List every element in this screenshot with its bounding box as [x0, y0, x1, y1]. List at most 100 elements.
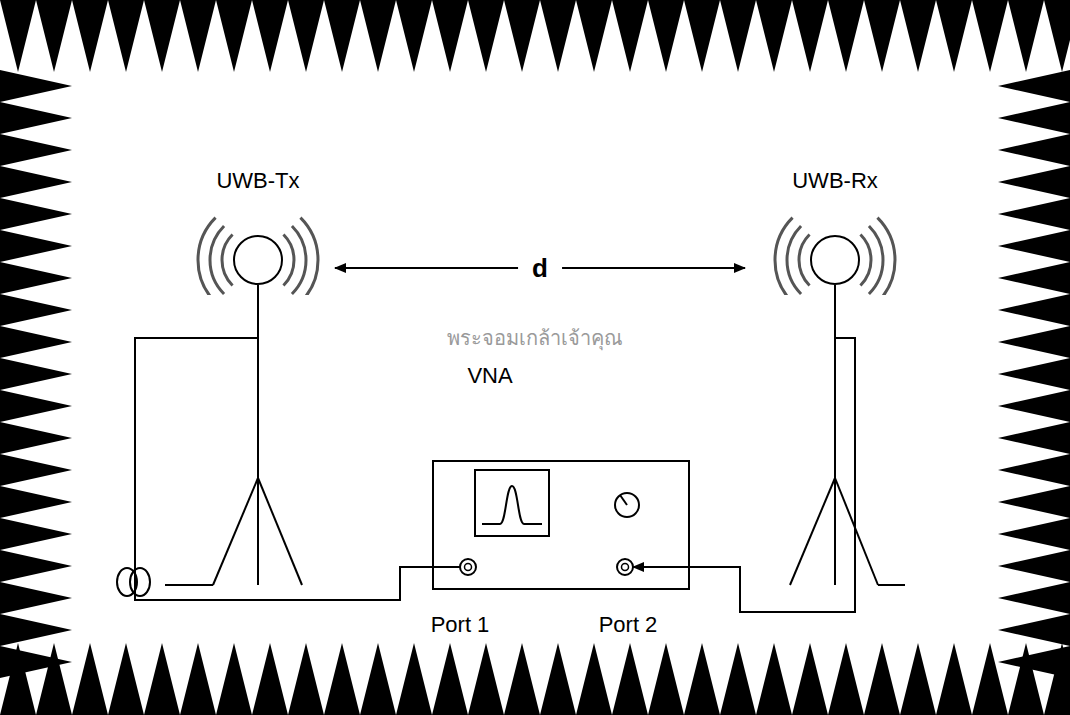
absorber-wedge: [972, 643, 1008, 715]
absorber-wedge: [684, 643, 720, 715]
port-label: Port 2: [599, 612, 658, 638]
absorber-wedge: [432, 0, 468, 72]
absorber-wedge: [998, 422, 1070, 454]
connector: [135, 295, 460, 600]
absorber-wedge: [0, 646, 72, 678]
absorber-wedge: [36, 0, 72, 72]
absorber-wedge: [72, 0, 108, 72]
antenna-node: UWB-Tx: [165, 165, 335, 295]
distance-label: d: [518, 254, 562, 283]
tripod-foot: [165, 584, 213, 586]
absorber-wedge: [576, 643, 612, 715]
absorber-wedge: [828, 0, 864, 72]
absorber-wedge: [540, 0, 576, 72]
radiation-wave: [292, 226, 306, 294]
absorber-wedge: [0, 198, 72, 230]
absorber-wedge: [252, 643, 288, 715]
absorber-wedge: [0, 454, 72, 486]
absorber-wedge: [108, 643, 144, 715]
absorber-wedge: [0, 70, 72, 102]
absorber-wedge: [998, 486, 1070, 518]
absorber-wedge: [0, 262, 72, 294]
absorber-wedge: [998, 646, 1070, 678]
absorber-wedge: [648, 643, 684, 715]
absorber-wedge: [0, 230, 72, 262]
radiation-wave: [210, 226, 224, 294]
absorber-wedge: [0, 134, 72, 166]
radiation-wave: [869, 226, 883, 294]
radiation-wave: [222, 235, 233, 286]
absorber-wedge: [468, 643, 504, 715]
absorber-wedge: [0, 0, 36, 72]
radiation-wave: [300, 218, 318, 295]
radiation-wave: [283, 235, 294, 286]
absorber-wedge: [360, 643, 396, 715]
absorber-wedge: [0, 486, 72, 518]
absorber-wedge: [0, 422, 72, 454]
antenna-node: UWB-Rx: [745, 165, 915, 295]
absorber-wedge: [36, 643, 72, 715]
absorber-wedge: [72, 643, 108, 715]
radiation-wave: [787, 226, 801, 294]
vna-node: VNA: [432, 352, 690, 590]
tripod-leg: [213, 478, 258, 585]
absorber-wedge: [648, 0, 684, 72]
absorber-wedge: [0, 358, 72, 390]
port-connector: [460, 559, 476, 575]
port-connector: [617, 559, 633, 575]
absorber-wedge: [180, 643, 216, 715]
absorber-wedge: [998, 230, 1070, 262]
absorber-wedge: [324, 643, 360, 715]
radiation-wave: [198, 218, 216, 295]
vna-label: VNA: [467, 364, 512, 388]
absorber-wedge: [998, 454, 1070, 486]
absorber-wedge: [998, 134, 1070, 166]
absorber-wedge: [0, 518, 72, 550]
absorber-wedge: [144, 0, 180, 72]
absorber-wedge: [108, 0, 144, 72]
port-label: Port 1: [431, 612, 490, 638]
absorber-wedge: [0, 614, 72, 646]
absorber-wedge: [998, 390, 1070, 422]
screen-trace: [482, 486, 542, 524]
antenna-label: UWB-Tx: [216, 169, 299, 193]
absorber-wedge: [720, 0, 756, 72]
tripod-leg: [258, 478, 302, 585]
vna-box: [432, 460, 690, 590]
absorber-wedge: [792, 0, 828, 72]
absorber-wedge: [756, 643, 792, 715]
absorber-wedge: [998, 518, 1070, 550]
radiation-wave: [799, 235, 810, 286]
absorber-wedge: [360, 0, 396, 72]
absorber-wedge: [998, 326, 1070, 358]
absorber-wedge: [0, 166, 72, 198]
absorber-wedge: [576, 0, 612, 72]
absorber-wedge: [288, 643, 324, 715]
absorber-wedge: [0, 582, 72, 614]
port-connector: [465, 564, 472, 571]
absorber-wedge: [504, 643, 540, 715]
absorber-wedge: [468, 0, 504, 72]
absorber-wedge: [612, 643, 648, 715]
radiation-wave: [860, 235, 871, 286]
absorber-wedge: [324, 0, 360, 72]
absorber-wedge: [0, 390, 72, 422]
absorber-wedge: [504, 0, 540, 72]
absorber-wedge: [998, 102, 1070, 134]
absorber-wedge: [0, 294, 72, 326]
absorber-wedge: [998, 358, 1070, 390]
absorber-wedge: [998, 166, 1070, 198]
absorber-wedge: [144, 643, 180, 715]
absorber-wedge: [396, 0, 432, 72]
absorber-wedge: [998, 70, 1070, 102]
radiation-wave: [775, 218, 793, 295]
absorber-wedge: [1008, 0, 1044, 72]
absorber-wedge: [1044, 0, 1070, 72]
absorber-wedge: [900, 0, 936, 72]
radiation-wave: [877, 218, 895, 295]
absorber-wedge: [998, 550, 1070, 582]
